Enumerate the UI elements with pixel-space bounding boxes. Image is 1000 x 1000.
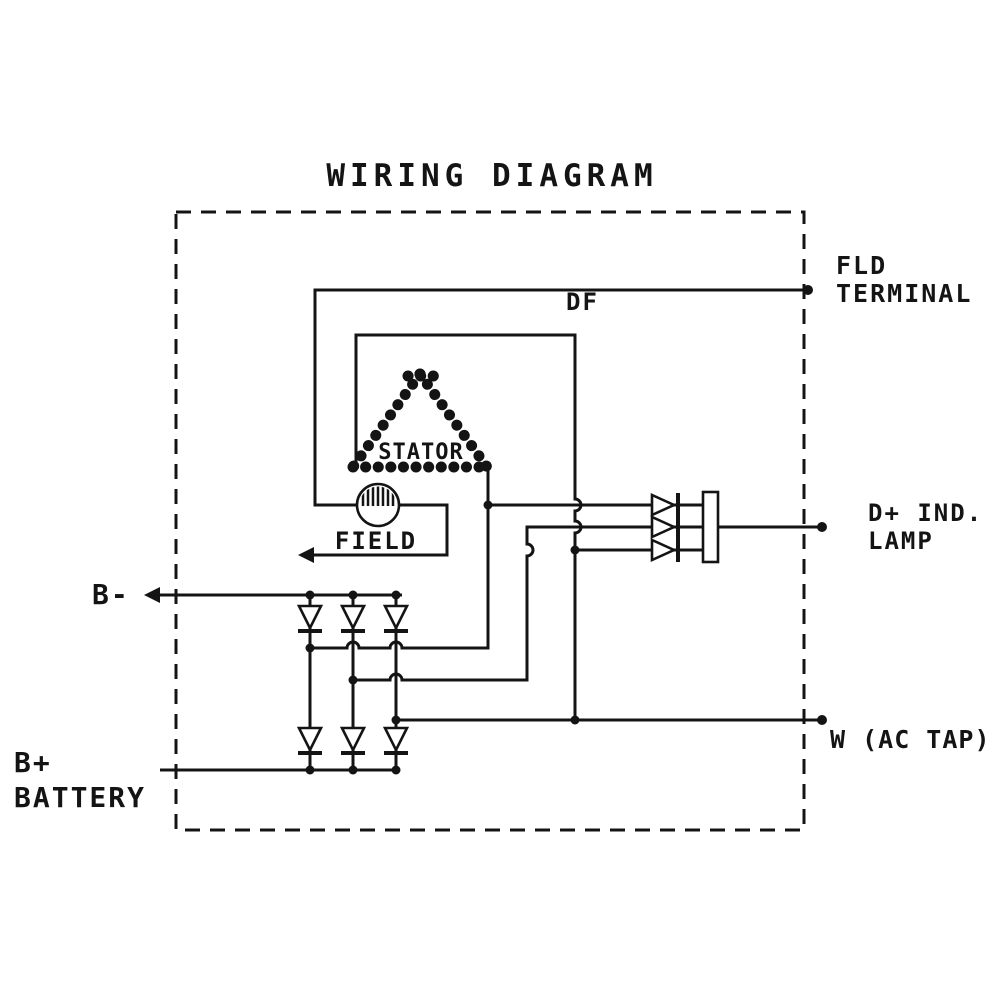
rectifier-bridge bbox=[296, 604, 410, 755]
diode-pos-2 bbox=[339, 726, 367, 755]
trio-diode-3 bbox=[650, 537, 680, 563]
junction-dot bbox=[305, 643, 315, 653]
b-minus-label: B- bbox=[92, 578, 130, 611]
junction-dot bbox=[348, 590, 358, 600]
dplus-label-line2: LAMP bbox=[868, 527, 934, 555]
b-plus-label: B+ bbox=[14, 746, 52, 779]
field-ground-wire bbox=[314, 503, 449, 557]
w-ac-tap-label: W (AC TAP) bbox=[830, 725, 991, 754]
junction-dot bbox=[305, 765, 315, 775]
dplus-connector-block bbox=[701, 490, 720, 564]
junction-dot bbox=[570, 545, 580, 555]
stator-winding bbox=[347, 368, 493, 473]
w-terminal-dot bbox=[817, 715, 827, 725]
junction-dots bbox=[305, 285, 827, 775]
junction-dot bbox=[348, 675, 358, 685]
stator-label: STATOR bbox=[378, 440, 463, 465]
phase-cross-wire bbox=[310, 467, 490, 650]
field-ground-connector-icon bbox=[298, 547, 314, 563]
junction-dot bbox=[391, 765, 401, 775]
wiring bbox=[160, 288, 820, 772]
diagram-title: WIRING DIAGRAM bbox=[326, 158, 657, 194]
battery-label: BATTERY bbox=[14, 781, 146, 814]
junction-dot bbox=[570, 715, 580, 725]
trio-diode-2 bbox=[650, 514, 680, 540]
field-coil bbox=[355, 482, 401, 528]
df-label: DF bbox=[566, 288, 599, 316]
field-coil-hatch bbox=[361, 486, 395, 506]
fld-terminal-label-line1: FLD bbox=[836, 251, 887, 280]
junction-dot bbox=[348, 765, 358, 775]
diode-neg-3 bbox=[382, 604, 410, 633]
stator-top-route-wire bbox=[354, 333, 583, 720]
diode-pos-1 bbox=[296, 726, 324, 755]
junction-dot bbox=[305, 590, 315, 600]
junction-dot bbox=[391, 590, 401, 600]
trio-phase2-wire bbox=[353, 525, 706, 682]
junction-dot bbox=[391, 715, 401, 725]
dplus-label-line1: D+ IND. bbox=[868, 499, 983, 527]
df-wire bbox=[313, 288, 806, 507]
diode-trio bbox=[650, 490, 720, 564]
diode-neg-1 bbox=[296, 604, 324, 633]
diode-pos-3 bbox=[382, 726, 410, 755]
b-minus-connector-icon bbox=[144, 587, 160, 603]
enclosure-dashed-border bbox=[174, 210, 806, 832]
trio-diode-1 bbox=[650, 492, 680, 518]
fld-terminal-dot bbox=[803, 285, 813, 295]
field-label: FIELD bbox=[335, 527, 417, 555]
dplus-terminal-dot bbox=[817, 522, 827, 532]
junction-dot bbox=[483, 500, 493, 510]
diode-neg-2 bbox=[339, 604, 367, 633]
fld-terminal-label-line2: TERMINAL bbox=[836, 279, 972, 308]
